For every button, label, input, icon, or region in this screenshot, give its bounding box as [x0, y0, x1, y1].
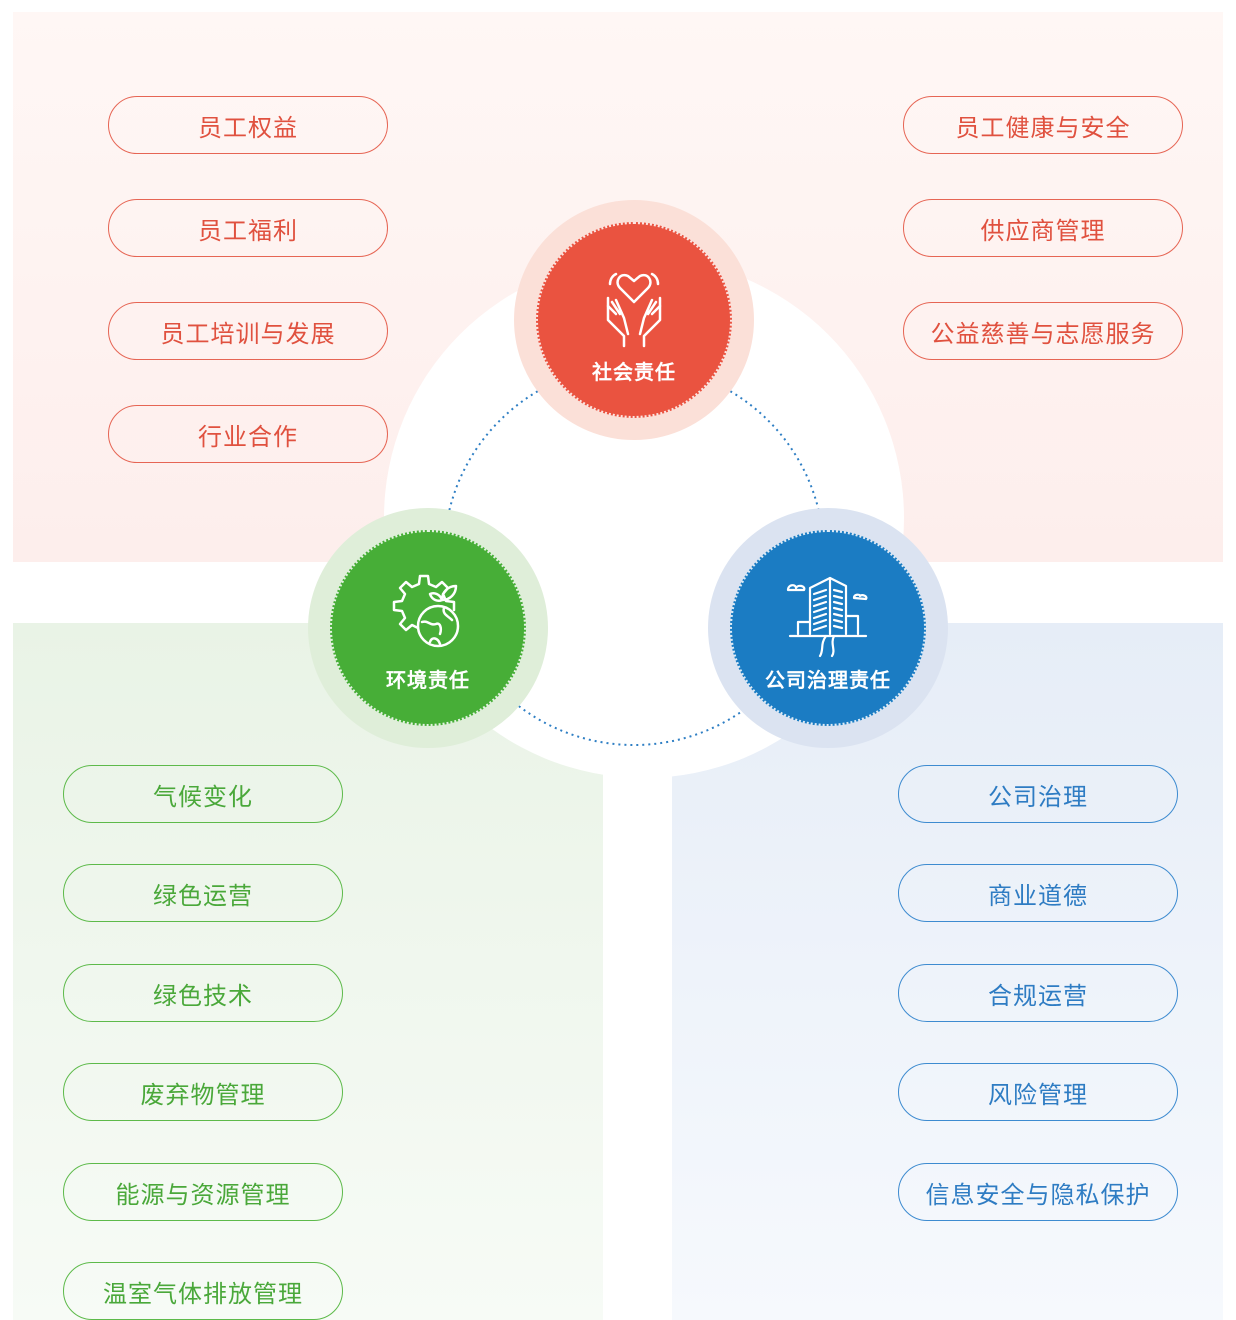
governance-node-label: 公司治理责任 — [765, 667, 891, 692]
env-item-energy-resources[interactable]: 能源与资源管理 — [63, 1163, 343, 1221]
gear-earth-icon — [392, 574, 460, 647]
heart-hands-icon — [606, 272, 662, 347]
environment-responsibility-node[interactable]: 环境责任 — [308, 508, 548, 748]
gov-item-compliance[interactable]: 合规运营 — [898, 964, 1178, 1022]
gov-item-business-ethics[interactable]: 商业道德 — [898, 864, 1178, 922]
social-item-employee-welfare[interactable]: 员工福利 — [108, 199, 388, 257]
social-item-employee-rights[interactable]: 员工权益 — [108, 96, 388, 154]
social-node-label: 社会责任 — [592, 359, 676, 384]
env-item-green-technology[interactable]: 绿色技术 — [63, 964, 343, 1022]
social-item-health-safety[interactable]: 员工健康与安全 — [903, 96, 1183, 154]
building-icon — [786, 576, 868, 657]
gov-item-risk-management[interactable]: 风险管理 — [898, 1063, 1178, 1121]
environment-panel — [13, 623, 603, 1320]
env-item-climate-change[interactable]: 气候变化 — [63, 765, 343, 823]
social-item-supplier-management[interactable]: 供应商管理 — [903, 199, 1183, 257]
env-item-green-operations[interactable]: 绿色运营 — [63, 864, 343, 922]
environment-node-label: 环境责任 — [386, 667, 470, 692]
gov-item-info-security-privacy[interactable]: 信息安全与隐私保护 — [898, 1163, 1178, 1221]
social-item-employee-training[interactable]: 员工培训与发展 — [108, 302, 388, 360]
governance-responsibility-node[interactable]: 公司治理责任 — [708, 508, 948, 748]
social-item-charity-volunteering[interactable]: 公益慈善与志愿服务 — [903, 302, 1183, 360]
env-item-ghg-emissions[interactable]: 温室气体排放管理 — [63, 1262, 343, 1320]
social-item-industry-cooperation[interactable]: 行业合作 — [108, 405, 388, 463]
gov-item-corporate-governance[interactable]: 公司治理 — [898, 765, 1178, 823]
social-responsibility-node[interactable]: 社会责任 — [514, 200, 754, 440]
env-item-waste-management[interactable]: 废弃物管理 — [63, 1063, 343, 1121]
